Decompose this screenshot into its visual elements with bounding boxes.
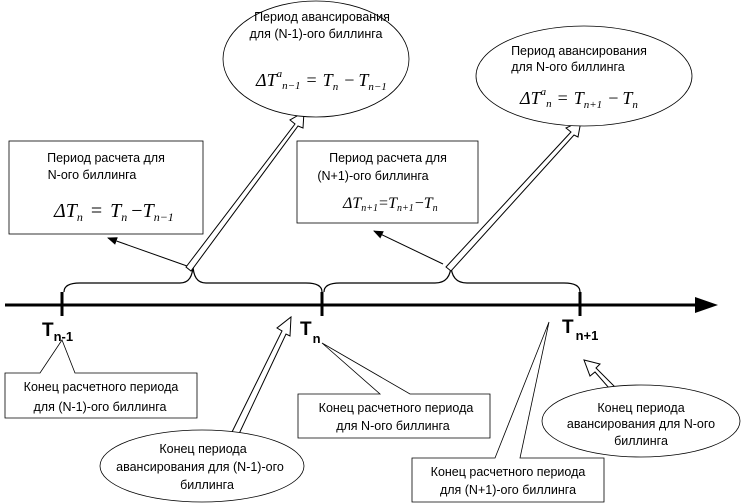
hollow-arrow-to-tn xyxy=(231,315,292,437)
end-calc-n-plus1-line2: для (N+1)-ого биллинга xyxy=(440,483,576,497)
adv-n-minus1-formula: ΔTan−1=Tn−Tn−1 xyxy=(255,68,387,93)
end-calc-n-minus1-line1: Конец расчетного периода xyxy=(24,380,179,394)
calc-period-n1-box: Период расчета для (N+1)-ого биллинга ΔT… xyxy=(296,140,479,224)
end-calc-n-minus1-line2: для (N-1)-ого биллинга xyxy=(34,400,167,414)
end-calc-n-plus1-line1: Конец расчетного периода xyxy=(431,465,586,479)
tick-label-n-minus1: Tn-1 xyxy=(42,320,73,344)
end-calc-n-line2: для N-ого биллинга xyxy=(336,419,450,433)
axis-arrow-head-icon xyxy=(695,297,718,313)
adv-n-minus1-title-line2: для (N-1)-ого биллинга xyxy=(250,27,383,41)
adv-period-n-ellipse: Период авансирования для N-ого биллинга … xyxy=(475,25,693,127)
hollow-arrow-to-adv-n-minus1 xyxy=(185,111,305,272)
adv-period-n-minus1-ellipse: Период авансирования для (N-1)-ого билли… xyxy=(222,0,410,118)
calc-n-title-line2: N-ого биллинга xyxy=(48,168,137,182)
tick-label-n: Tn xyxy=(300,319,321,346)
hollow-arrow-to-adv-n xyxy=(445,120,582,272)
end-adv-n-line3: биллинга xyxy=(614,434,668,448)
calc-n1-formula: ΔTn+1=Tn+1−Tn xyxy=(342,195,438,214)
adv-n-title-line2: для N-ого биллинга xyxy=(511,60,625,74)
adv-n-title-line1: Период авансирования xyxy=(511,44,647,58)
adv-n-minus1-title-line1: Период авансирования xyxy=(254,10,390,24)
arrow-to-calc-n xyxy=(107,237,188,267)
end-adv-n-minus1-line1: Конец периода xyxy=(159,442,246,456)
callout-end-adv-n: Конец периода авансирования для N-ого би… xyxy=(541,384,741,458)
timeline-axis xyxy=(5,292,718,316)
calc-n1-title-line2: (N+1)-ого биллинга xyxy=(317,169,428,183)
adv-n-formula: ΔTan=Tn+1−Tn xyxy=(519,86,638,111)
calc-period-n-box: Период расчета для N-ого биллинга ΔTn=Tn… xyxy=(8,140,204,235)
arrow-to-calc-n1 xyxy=(373,230,444,265)
calc-n1-title-line1: Период расчета для xyxy=(329,151,447,165)
end-adv-n-line1: Конец периода xyxy=(597,401,684,415)
end-adv-n-line2: авансирования для N-ого xyxy=(567,417,715,431)
callout-end-adv-n-minus1: Конец периода авансирования для (N-1)-ог… xyxy=(99,429,305,503)
callout-end-calc-n-plus1: Конец расчетного периода для (N+1)-ого б… xyxy=(411,321,605,503)
end-calc-n-line1: Конец расчетного периода xyxy=(319,401,474,415)
callout-end-calc-n: Конец расчетного периода для N-ого билли… xyxy=(297,342,491,439)
callout-end-calc-n-minus1: Конец расчетного периода для (N-1)-ого б… xyxy=(4,339,198,419)
end-adv-n-minus1-line2: авансирования для (N-1)-ого xyxy=(116,460,284,474)
end-adv-n-minus1-line3: биллинга xyxy=(180,478,234,492)
calc-n-formula: ΔTn=Tn−Tn−1 xyxy=(53,200,174,224)
calc-n-title-line1: Период расчета для xyxy=(47,151,165,165)
